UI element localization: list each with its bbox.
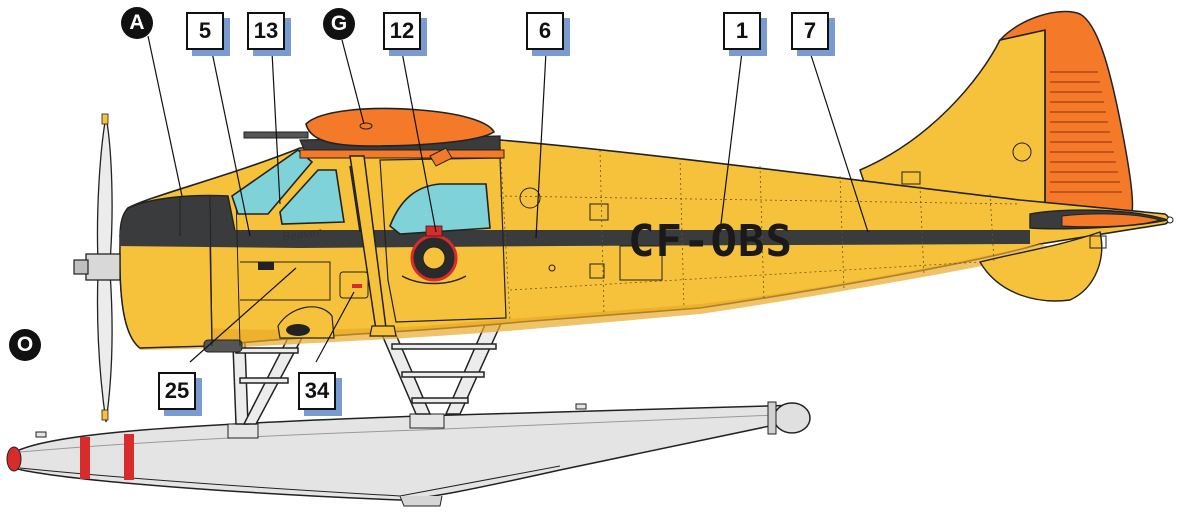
- propeller: [73, 113, 121, 423]
- emblem-center: [422, 246, 446, 270]
- rudder-post: [767, 401, 777, 435]
- cheat-line: [120, 230, 1030, 248]
- callout-7-label: 7: [791, 12, 829, 50]
- leader-5: [211, 51, 251, 237]
- front-strut-cross-1: [235, 347, 299, 354]
- inspection-port: [519, 187, 541, 209]
- wing-root-fairing: [299, 149, 505, 159]
- rudder-ribs: [1050, 71, 1122, 193]
- cleat-front: [35, 431, 47, 438]
- callout-A-label: A: [121, 7, 153, 39]
- callout-1-label: 1: [723, 12, 761, 50]
- strut-fitting-front: [227, 423, 259, 439]
- belly-shade: [126, 244, 1060, 350]
- fuel-filler-panel: [339, 271, 369, 299]
- strut-fitting-rear: [409, 413, 445, 429]
- callout-12-label: 12: [383, 12, 421, 50]
- wing-strut-fairing: [369, 325, 397, 337]
- emblem-scroll: [401, 275, 467, 285]
- small-panel-4: [1089, 235, 1107, 249]
- float-stripe-1: [80, 437, 90, 479]
- wing-section-top: [305, 107, 496, 147]
- callout-5-label: 5: [186, 12, 224, 50]
- windows: [231, 148, 491, 235]
- propeller-tip-bottom: [101, 409, 109, 421]
- rudder: [997, 10, 1134, 215]
- callout-13-label: 13: [247, 12, 285, 50]
- leader-G: [341, 39, 365, 125]
- cleat-rear: [575, 403, 587, 410]
- fuel-filler-label: [352, 284, 362, 288]
- province-emblem: [401, 225, 467, 285]
- emblem-crown: [425, 225, 443, 237]
- leader-lines: [147, 35, 869, 363]
- callout-6-label: 6: [526, 12, 564, 50]
- rear-strut-cross-2: [401, 371, 485, 378]
- leader-13: [271, 51, 281, 205]
- leader-A: [147, 35, 183, 197]
- wing-fuel-cap: [359, 122, 373, 130]
- cowl-vent: [258, 262, 274, 270]
- propeller-hub: [85, 253, 121, 281]
- callout-25-label: 25: [158, 372, 196, 410]
- engine-cowling-top: [119, 194, 237, 237]
- oil-cooler-intake: [286, 324, 310, 336]
- callout-34-label: 34: [298, 372, 336, 410]
- callout-O-label: O: [9, 329, 41, 361]
- callout-G-label: G: [323, 8, 355, 40]
- tail-light: [1166, 216, 1174, 224]
- engine-cowling-front: [119, 235, 213, 349]
- propeller-tip-top: [101, 113, 109, 125]
- float-stripe-2: [124, 434, 134, 480]
- fin-inspection-panel: [1012, 142, 1032, 162]
- leader-6: [535, 51, 547, 239]
- rear-strut-cross-3: [411, 397, 469, 404]
- leader-7: [809, 51, 869, 233]
- wing-light: [429, 147, 453, 167]
- small-panel-2: [589, 263, 605, 279]
- float-keel: [19, 465, 561, 497]
- registration-marking: CF-OBS: [628, 216, 793, 267]
- small-panel-1: [589, 203, 609, 221]
- nose-panel-lines: [179, 195, 331, 347]
- front-strut-cross-2: [239, 377, 289, 384]
- leader-1: [719, 51, 743, 233]
- leader-12: [401, 51, 437, 233]
- windscreen: [231, 148, 314, 215]
- cockpit-window: [279, 169, 345, 225]
- tail: [859, 10, 1134, 231]
- float: [6, 401, 811, 507]
- window-frame: [349, 165, 361, 233]
- cabin-window: [389, 183, 491, 235]
- propeller-blade-bottom: [96, 271, 113, 423]
- ventral-fin: [978, 231, 1103, 302]
- float-nose-cap: [6, 446, 22, 472]
- leader-34: [315, 291, 355, 363]
- leader-25: [189, 267, 297, 363]
- inspection-port-small: [548, 264, 556, 272]
- float-step: [399, 495, 443, 507]
- water-rudder: [773, 402, 811, 434]
- propeller-blade-top: [96, 115, 113, 263]
- tailplane: [1029, 209, 1174, 230]
- spinner-nut: [73, 259, 89, 275]
- small-panel-3: [901, 171, 921, 185]
- rear-strut-cross-1: [391, 343, 497, 350]
- elevator: [1061, 213, 1162, 228]
- fuselage-access-panel: [619, 245, 663, 281]
- fuselage-panel-lines: [499, 141, 1021, 321]
- exhaust-stack: [203, 339, 243, 353]
